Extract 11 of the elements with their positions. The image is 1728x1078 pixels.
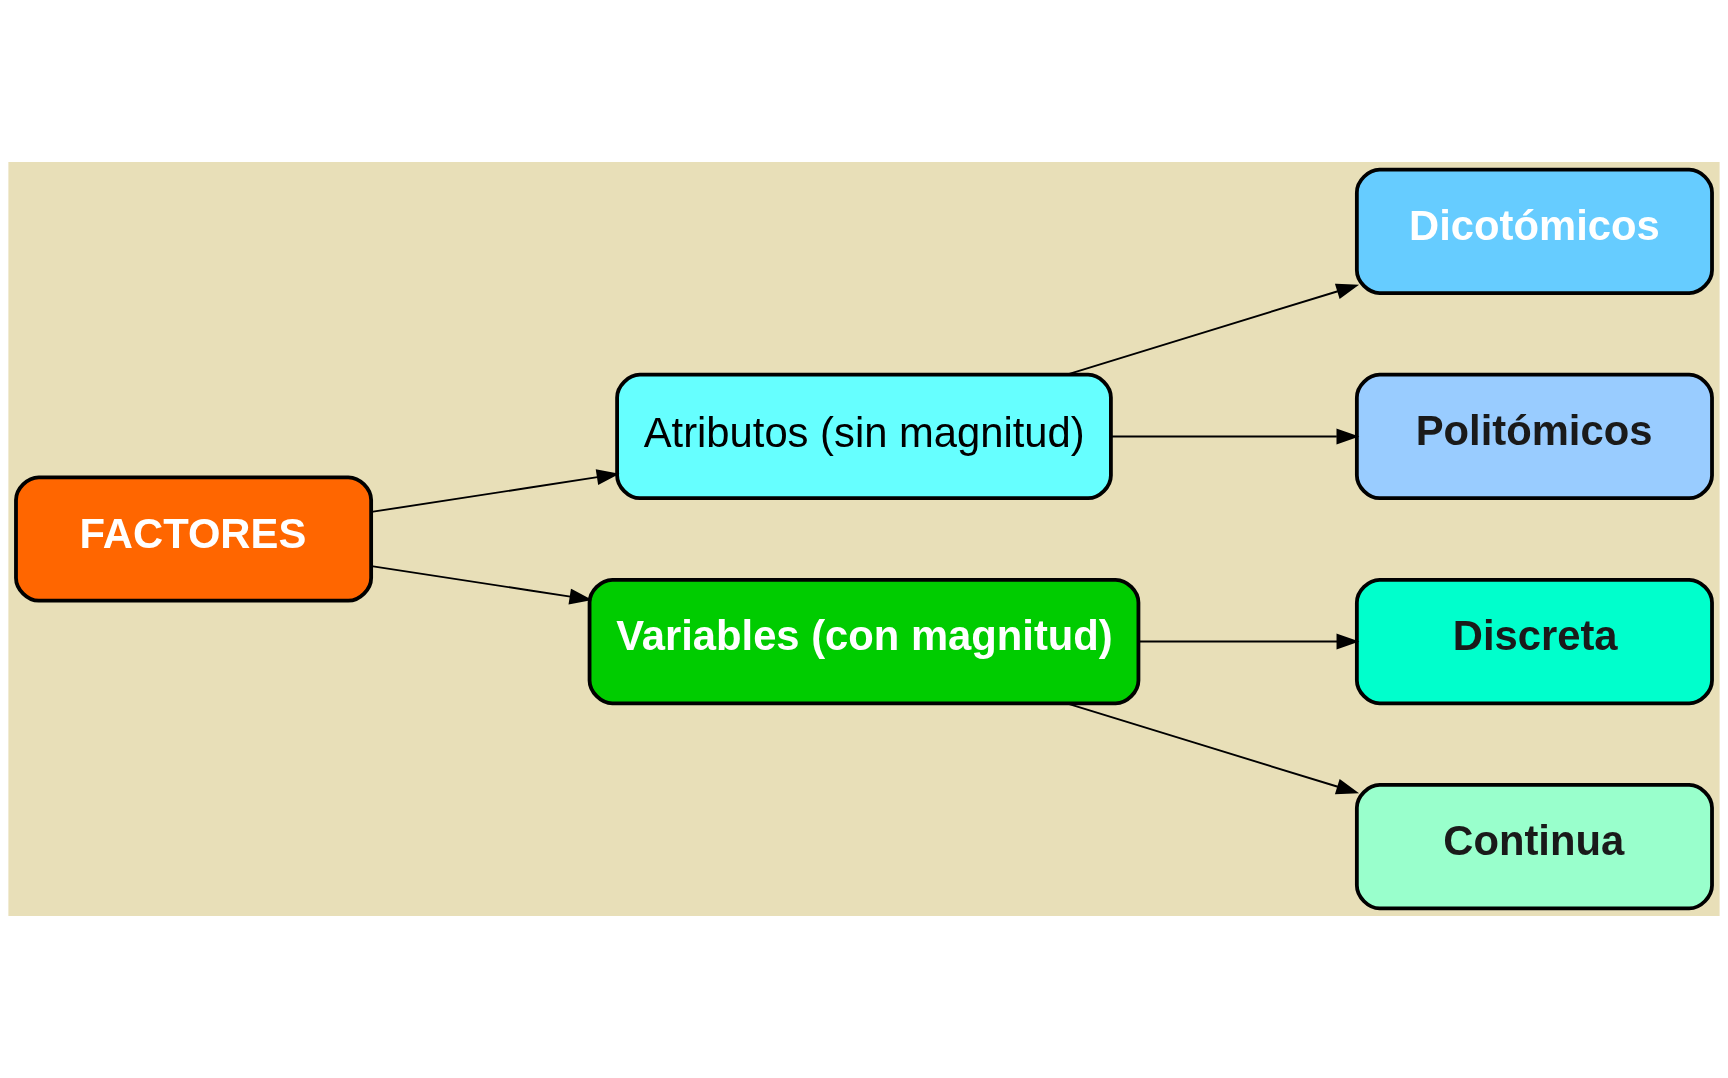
- arrow: [370, 469, 620, 513]
- node-box: Politómicos: [1354, 372, 1714, 501]
- node-box: Dicotómicos: [1354, 167, 1714, 295]
- node-box: Discreta: [1354, 577, 1714, 706]
- arrow: [1137, 633, 1360, 650]
- node-box: Continua: [1354, 783, 1714, 911]
- node-box: FACTORES: [14, 475, 374, 603]
- node-box: Atributos (sin magnitud): [615, 372, 1113, 501]
- arrow: [1110, 428, 1360, 445]
- node-box: Variables (con magnitud): [587, 577, 1141, 706]
- arrow: [370, 565, 593, 605]
